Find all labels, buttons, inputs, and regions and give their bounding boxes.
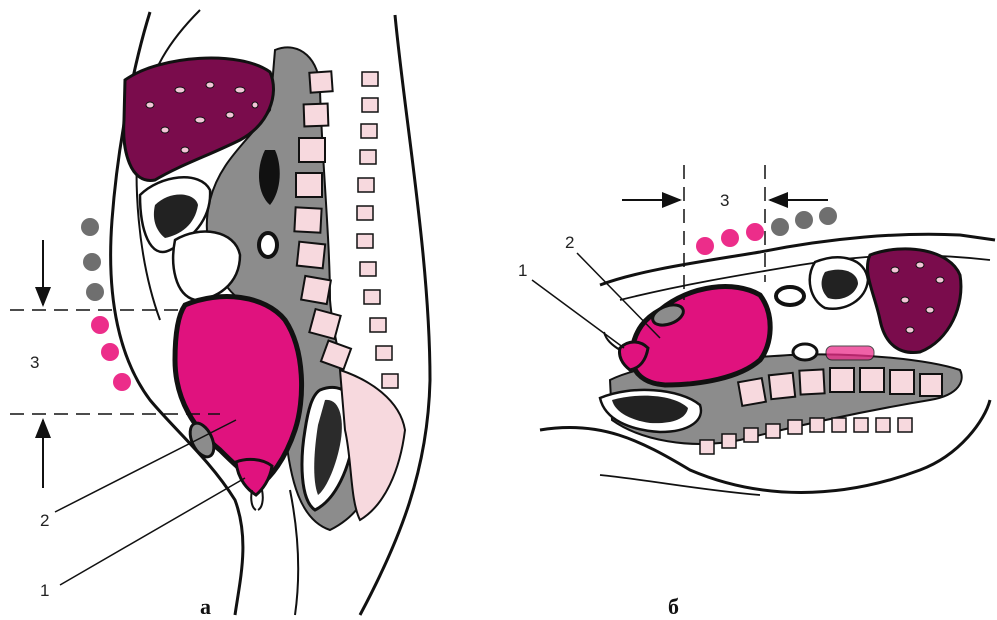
panel-a-prostate [236, 459, 272, 495]
panel-a-label-1: 1 [40, 581, 49, 600]
panel-b-liver [867, 249, 960, 353]
panel-a-leader-1 [60, 478, 245, 585]
panel-a-label-3: 3 [30, 353, 39, 372]
panel-b-pink-dots [696, 223, 764, 255]
panel-a-caption: а [200, 594, 211, 619]
panel-a-vessel-ring [259, 233, 277, 257]
panel-b-leader-1 [532, 280, 624, 348]
panel-b-leader-2 [577, 253, 660, 338]
panel-b-caption: б [668, 594, 679, 619]
panel-b-label-3: 3 [720, 191, 729, 210]
panel-a-bladder [175, 297, 302, 485]
panel-b-vessel-ring [776, 287, 804, 305]
panel-b-label-1: 1 [518, 261, 527, 280]
panel-a: 3 2 1 а [10, 10, 430, 619]
panel-b-gray-dots [771, 207, 837, 236]
panel-b-pink-vessels [826, 346, 874, 360]
panel-a-label-2: 2 [40, 511, 49, 530]
panel-b-label-2: 2 [565, 233, 574, 252]
panel-b: 3 2 1 б [518, 165, 995, 619]
panel-b-bladder [632, 287, 770, 385]
panel-a-vertebrae-back [357, 72, 398, 388]
panel-a-gray-dots [81, 218, 104, 301]
panel-b-vessel-ring-2 [793, 344, 817, 360]
panel-a-buttock-outline [290, 490, 298, 615]
